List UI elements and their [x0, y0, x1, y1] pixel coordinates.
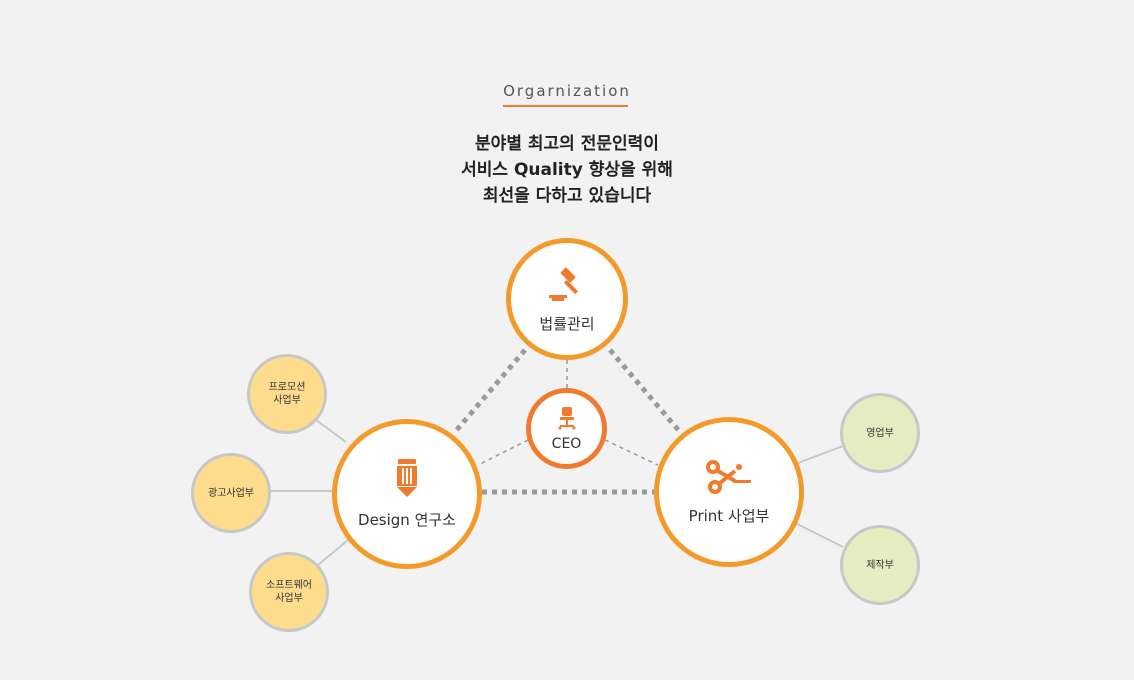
sub-node-promotion-label: 프로모션 사업부: [268, 382, 306, 406]
headline: 분야별 최고의 전문인력이 서비스 Quality 향상을 위해 최선을 다하고…: [0, 131, 1134, 209]
sub-node-advertising-label: 광고사업부: [208, 487, 254, 499]
node-legal: 법률관리: [506, 238, 628, 360]
sub-node-advertising: 광고사업부: [191, 453, 271, 533]
pencil-icon: [395, 458, 419, 503]
headline-line-3: 최선을 다하고 있습니다: [482, 186, 652, 206]
office-chair-icon: [556, 406, 578, 434]
sub-node-software-label: 소프트웨어 사업부: [266, 580, 312, 604]
headline-line-2: 서비스 Quality 향상을 위해: [461, 160, 673, 180]
link-legal-design: [453, 348, 527, 434]
node-design: Design 연구소: [332, 419, 482, 569]
link-ceo-print: [604, 439, 659, 466]
link-print-sales: [797, 445, 844, 464]
sub-node-sales-label: 영업부: [866, 427, 894, 439]
section-underline: [503, 105, 628, 107]
link-design-promotion: [315, 419, 347, 443]
sub-node-production-label: 제작부: [866, 559, 894, 571]
gavel-icon: [547, 265, 587, 307]
sub-node-software: 소프트웨어 사업부: [249, 552, 329, 632]
section-label: Orgarnization: [503, 82, 631, 100]
link-legal-print: [608, 348, 682, 434]
sub-node-promotion: 프로모션 사업부: [247, 354, 327, 434]
node-print: Print 사업부: [654, 417, 804, 567]
node-print-label: Print 사업부: [688, 506, 770, 525]
scissors-icon: [705, 459, 753, 499]
link-print-production: [794, 522, 844, 548]
headline-line-1: 분야별 최고의 전문인력이: [475, 134, 659, 154]
sub-node-sales: 영업부: [840, 393, 920, 473]
node-ceo-label: CEO: [551, 435, 582, 452]
link-design-software: [317, 539, 349, 566]
sub-node-production: 제작부: [840, 525, 920, 605]
link-ceo-design: [477, 439, 529, 466]
node-legal-label: 법률관리: [539, 314, 595, 333]
node-design-label: Design 연구소: [358, 510, 456, 529]
node-ceo: CEO: [526, 388, 607, 469]
